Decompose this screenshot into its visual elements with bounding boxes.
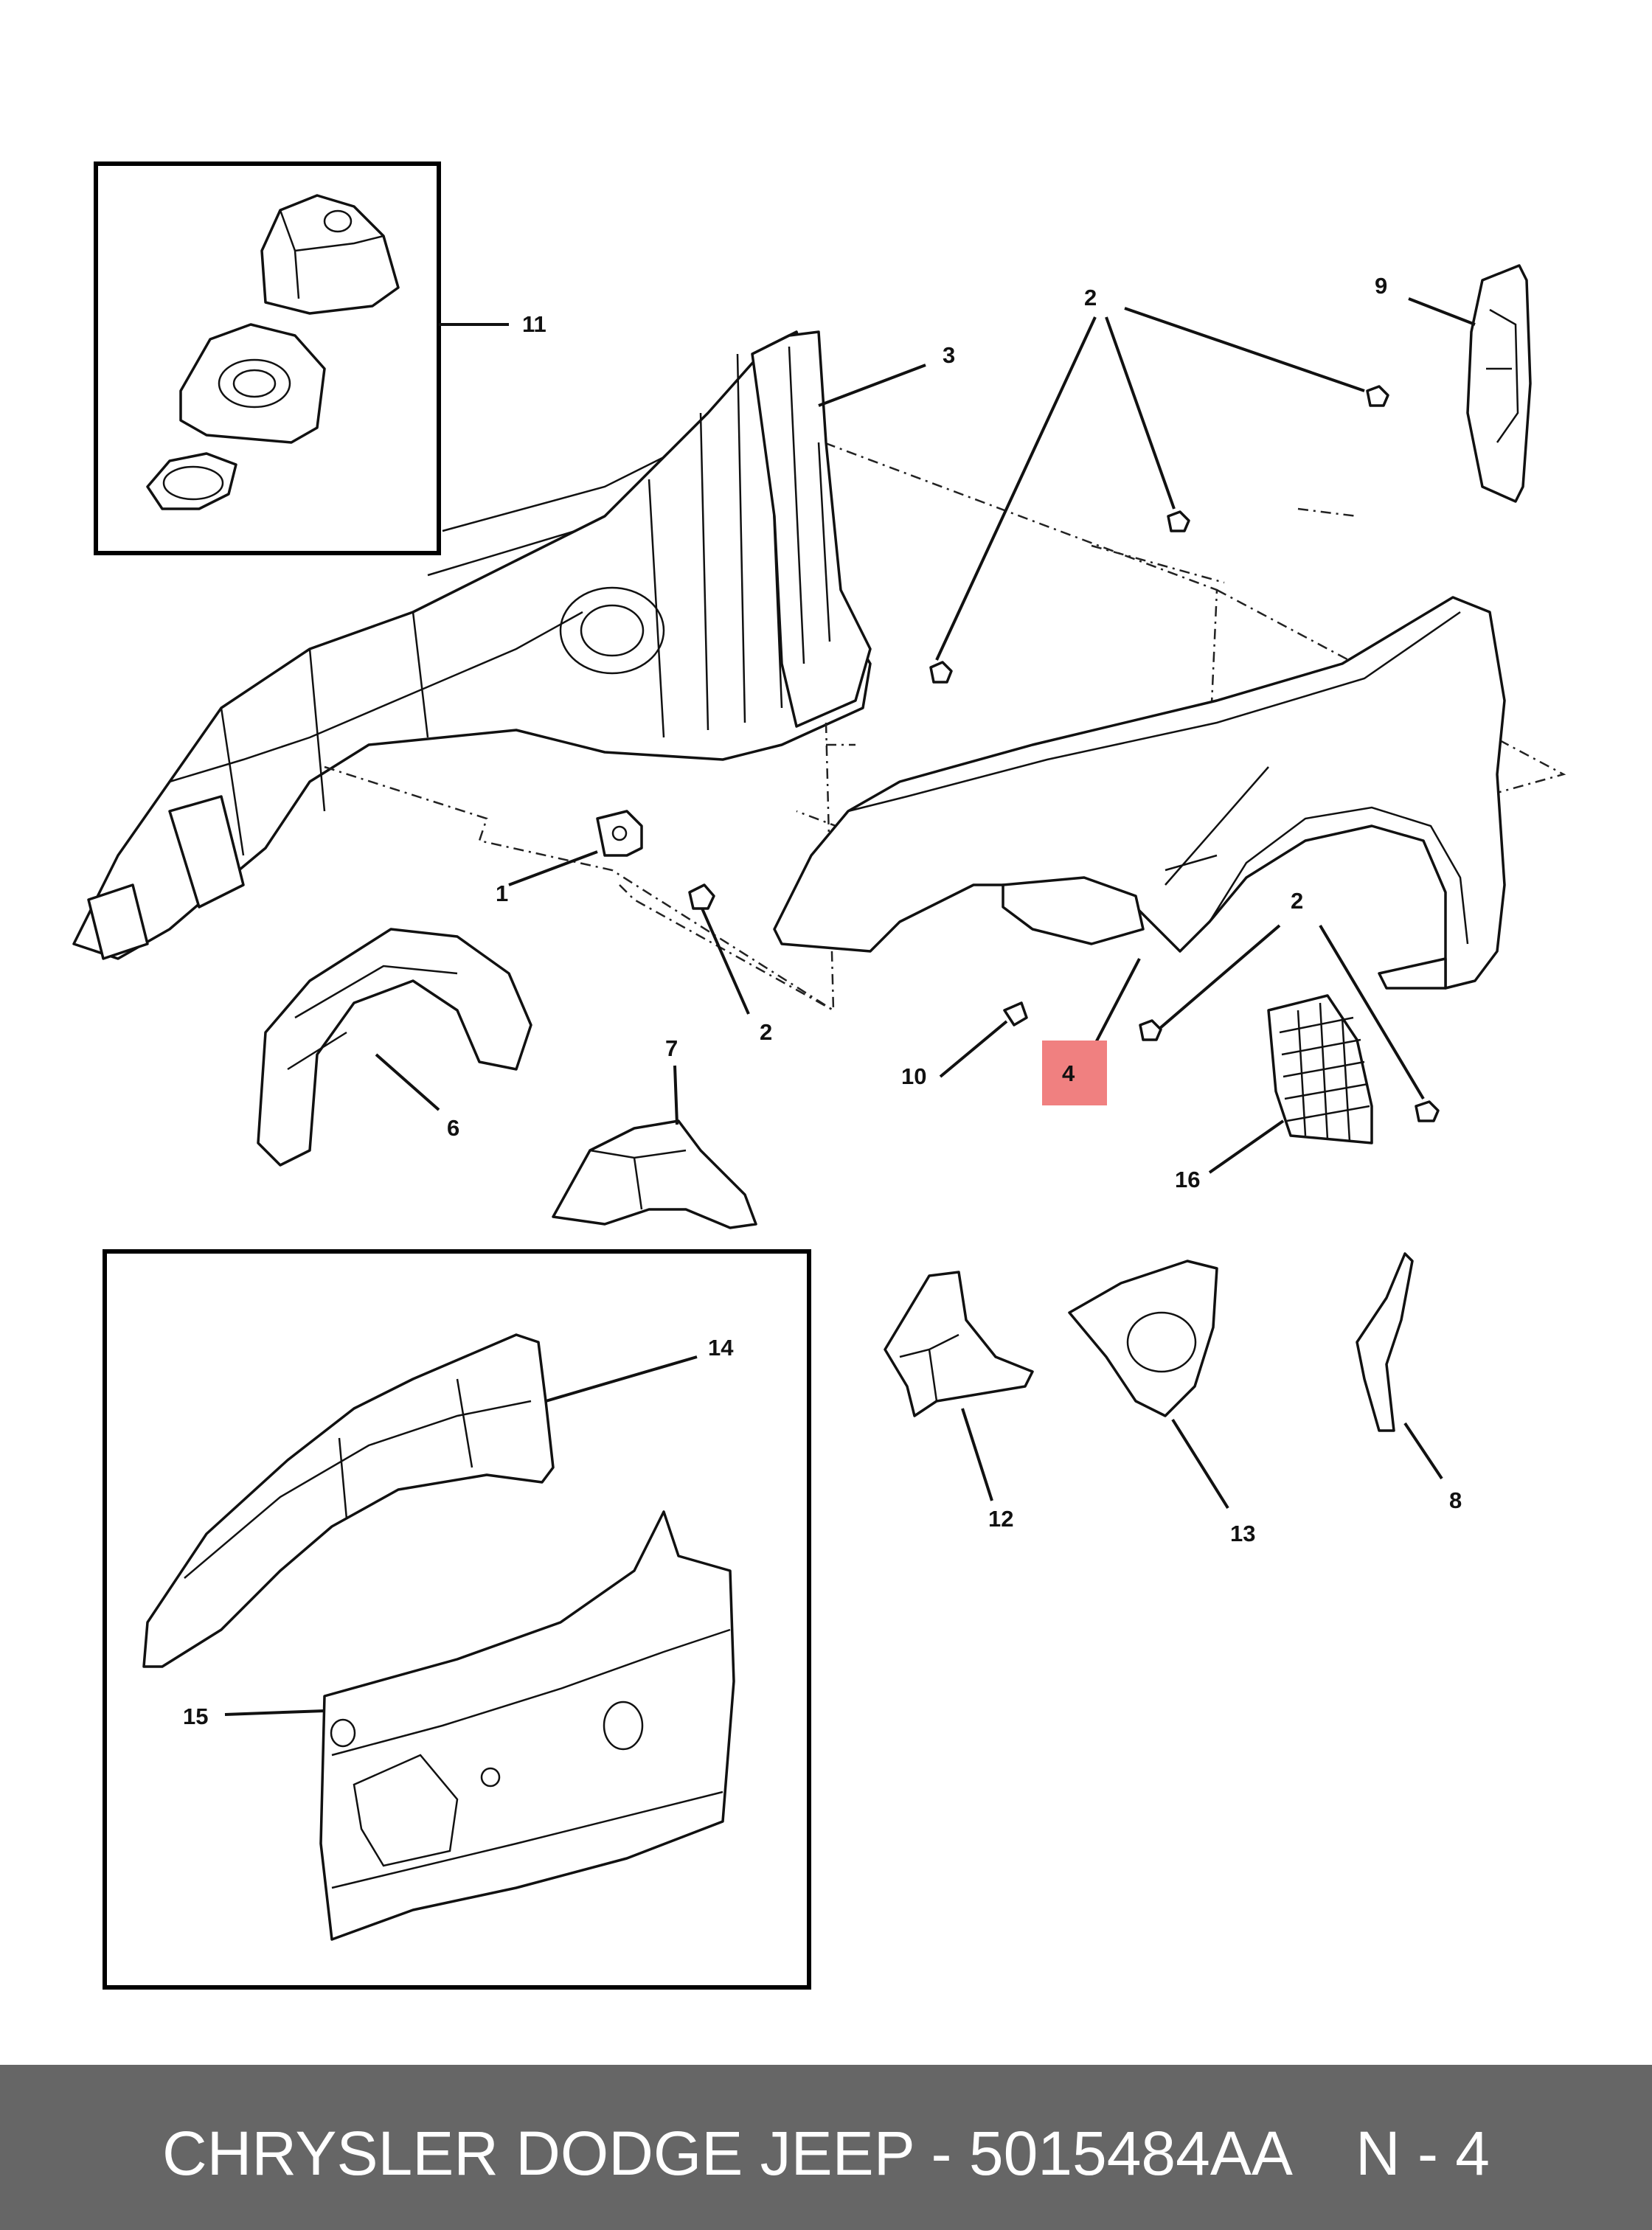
bracket-part-7 bbox=[552, 1119, 757, 1229]
callout-2-top: 2 bbox=[1084, 285, 1097, 310]
strut-tower-parts-group bbox=[146, 194, 400, 510]
bolt-2-top-left bbox=[929, 661, 953, 684]
callout-1: 1 bbox=[496, 880, 508, 906]
callout-9: 9 bbox=[1375, 273, 1387, 299]
callout-3: 3 bbox=[943, 342, 955, 368]
footer-title: CHRYSLER DODGE JEEP - 5015484AA bbox=[162, 2119, 1293, 2188]
callout-11: 11 bbox=[522, 311, 546, 337]
callout-2-left: 2 bbox=[760, 1019, 772, 1045]
bracket-part-12 bbox=[884, 1271, 1034, 1417]
bracket-part-1 bbox=[596, 810, 643, 857]
footer-code: N - 4 bbox=[1356, 2119, 1490, 2188]
rail-part-14 bbox=[142, 1333, 555, 1668]
callout-10: 10 bbox=[901, 1063, 926, 1089]
leader-lines bbox=[224, 297, 1476, 1716]
clip-part-10 bbox=[1003, 1001, 1028, 1027]
bolt-2-lower-middle bbox=[1139, 1019, 1162, 1041]
callout-2-right: 2 bbox=[1291, 888, 1303, 914]
highlight-box-part-4 bbox=[1042, 1041, 1107, 1105]
front-fender bbox=[773, 596, 1506, 990]
callout-13: 13 bbox=[1230, 1521, 1255, 1546]
bolt-2-top-right bbox=[1366, 385, 1389, 407]
callout-6: 6 bbox=[447, 1115, 459, 1141]
callout-8: 8 bbox=[1449, 1487, 1462, 1513]
callout-4: 4 bbox=[1062, 1060, 1075, 1086]
callout-16: 16 bbox=[1175, 1167, 1200, 1192]
bracket-part-8 bbox=[1356, 1252, 1414, 1432]
footer-bar: CHRYSLER DODGE JEEP - 5015484AA N - 4 bbox=[0, 2065, 1652, 2230]
bracket-part-9 bbox=[1466, 264, 1532, 503]
callout-12: 12 bbox=[988, 1506, 1013, 1532]
cowl-panel-part-15 bbox=[319, 1510, 735, 1941]
inset-box-11 bbox=[94, 161, 441, 555]
wheelhouse-liner-part-6 bbox=[257, 928, 532, 1167]
a-pillar-part-3 bbox=[751, 330, 872, 728]
bolt-2-top-middle bbox=[1167, 510, 1190, 532]
callout-7: 7 bbox=[665, 1035, 678, 1061]
callout-15: 15 bbox=[183, 1703, 208, 1729]
bracket-part-13 bbox=[1068, 1260, 1218, 1417]
inset-box-14-15 bbox=[103, 1249, 811, 1990]
bolt-2-lower-right bbox=[1415, 1100, 1440, 1122]
air-deflector-part-16 bbox=[1267, 994, 1373, 1144]
bolt-2-left bbox=[688, 883, 715, 910]
callout-14: 14 bbox=[708, 1335, 734, 1361]
parts-diagram: 1 2 2 2 3 4 6 7 8 9 10 11 12 13 14 15 16 bbox=[72, 161, 1566, 1990]
